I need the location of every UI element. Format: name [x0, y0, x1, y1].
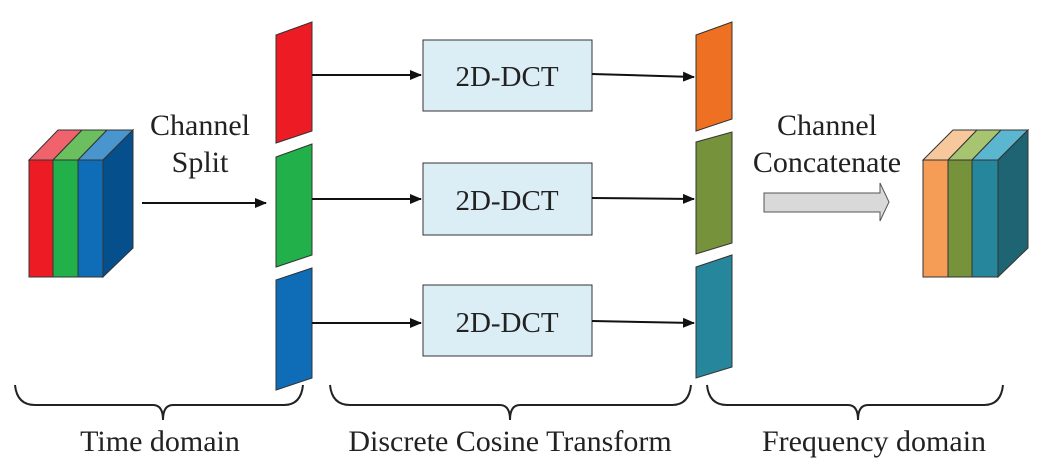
channel-split-label-line2: Split — [172, 146, 229, 179]
dct-box-label: 2D-DCT — [455, 185, 558, 217]
dct-box — [422, 284, 593, 357]
dct-brace — [329, 384, 692, 421]
channel-split-label-line1: Channel — [150, 109, 250, 142]
frequency-domain-brace — [706, 384, 1004, 421]
dct-row-2: 2D-DCT — [312, 162, 695, 236]
output-frequency-cube — [921, 128, 1030, 279]
dct-section-label: Discrete Cosine Transform — [348, 425, 671, 458]
channel-concatenate-label-line1: Channel — [777, 109, 877, 142]
dct-row-3: 2D-DCT — [312, 284, 695, 357]
dct-box — [422, 162, 593, 236]
dct-row-1: 2D-DCT — [312, 39, 695, 112]
green-channel-slice — [275, 143, 313, 268]
orange-dct-slice — [695, 21, 733, 132]
dct-box-label: 2D-DCT — [455, 307, 558, 339]
dct-box — [422, 39, 593, 112]
concatenate-arrow — [763, 182, 890, 222]
channel-concatenate-label-line2: Concatenate — [753, 146, 901, 179]
input-rgb-cube — [27, 128, 135, 279]
blue-channel-slice — [275, 267, 313, 391]
teal-dct-slice — [695, 254, 733, 379]
red-channel-slice — [275, 21, 313, 144]
time-domain-brace — [14, 384, 304, 421]
time-domain-label: Time domain — [80, 425, 240, 458]
green-dct-slice — [695, 131, 733, 255]
frequency-domain-label: Frequency domain — [762, 425, 986, 458]
dct-box-label: 2D-DCT — [455, 61, 558, 93]
